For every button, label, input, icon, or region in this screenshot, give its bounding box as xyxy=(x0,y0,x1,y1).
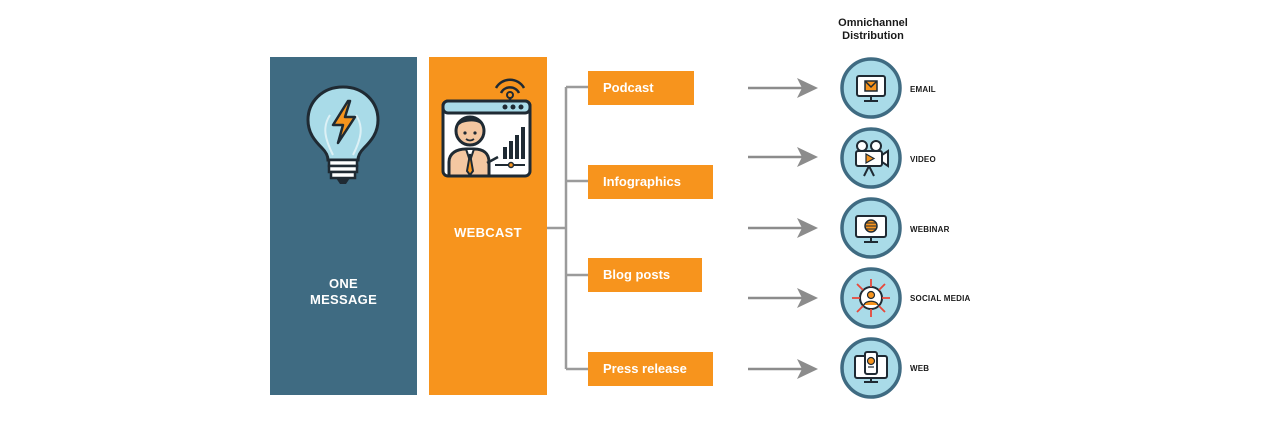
channel-label-social-media: SOCIAL MEDIA xyxy=(910,294,971,303)
arrow-social-media xyxy=(748,288,818,308)
content-item-blog-posts: Blog posts xyxy=(588,258,702,292)
presenter-webcast-icon xyxy=(441,78,532,178)
content-item-infographics: Infographics xyxy=(588,165,713,199)
webcast-panel: WEBCAST xyxy=(429,57,547,395)
social-network-icon xyxy=(840,267,902,329)
channel-label-web: WEB xyxy=(910,364,930,373)
channel-label-webinar: WEBINAR xyxy=(910,225,950,234)
one-message-label: ONE MESSAGE xyxy=(309,276,378,307)
webinar-monitor-icon xyxy=(840,197,902,259)
webcast-label: WEBCAST xyxy=(454,225,522,240)
arrow-web xyxy=(748,359,818,379)
content-item-podcast: Podcast xyxy=(588,71,694,105)
arrow-email xyxy=(748,78,818,98)
one-message-panel: ONE MESSAGE xyxy=(270,57,417,395)
content-item-label: Blog posts xyxy=(603,267,671,282)
arrow-video xyxy=(748,147,818,167)
channel-label-email: EMAIL xyxy=(910,85,936,94)
lightbulb-bolt-icon xyxy=(306,85,380,184)
email-monitor-icon xyxy=(840,57,902,119)
video-camera-icon xyxy=(840,127,902,189)
web-device-icon xyxy=(840,337,902,399)
channel-label-video: VIDEO xyxy=(910,155,936,164)
arrow-webinar xyxy=(748,218,818,238)
content-item-press-release: Press release xyxy=(588,352,713,386)
content-item-label: Podcast xyxy=(603,80,654,95)
content-item-label: Infographics xyxy=(603,174,682,189)
content-item-label: Press release xyxy=(603,361,687,376)
distribution-title: Omnichannel Distribution xyxy=(838,17,908,42)
